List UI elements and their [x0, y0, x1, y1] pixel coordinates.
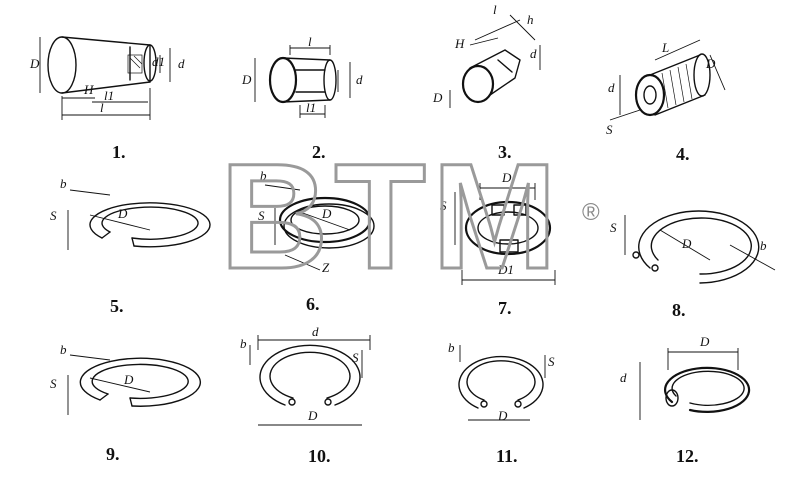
fig7-label-D: D [501, 170, 512, 185]
fig9-label-S: S [50, 376, 57, 391]
figure-11-circlip: b S D [448, 340, 555, 423]
figure-6-ring: b S D Z [258, 168, 375, 275]
fig1-label-H: H [83, 82, 94, 97]
fig11-label-b: b [448, 340, 455, 355]
figure-7-lock-ring: D S D1 [440, 170, 556, 285]
watermark-text: BTM [220, 132, 563, 300]
fig12-label-D: D [699, 334, 710, 349]
figure-4-bushing: L d D S [606, 39, 726, 137]
fig1-label-l: l [100, 100, 104, 115]
figure-10-number: 10. [308, 446, 331, 466]
fig3-label-H: H [454, 36, 465, 51]
fig5-label-S: S [50, 208, 57, 223]
fig6-label-Z: Z [322, 260, 330, 275]
fig1-label-d1: d1 [152, 54, 165, 69]
figure-8-number: 8. [672, 300, 686, 320]
fig4-label-D: D [705, 56, 716, 71]
registered-mark: ® [582, 199, 600, 226]
fig2-label-D: D [241, 72, 252, 87]
fig6-label-b: b [260, 168, 267, 183]
fig2-label-d: d [356, 72, 363, 87]
figure-2-number: 2. [312, 142, 326, 162]
fig8-label-D: D [681, 236, 692, 251]
fig7-label-D1: D1 [497, 262, 514, 277]
fig9-label-D: D [123, 372, 134, 387]
figure-10-circlip: b d S D [240, 324, 371, 426]
figure-11-number: 11. [496, 446, 518, 466]
fig6-label-S: S [258, 208, 265, 223]
fig6-label-D: D [321, 206, 332, 221]
fig10-label-d: d [312, 324, 319, 339]
fig3-label-D: D [432, 90, 443, 105]
fig4-label-d: d [608, 80, 615, 95]
figure-8-circlip: S D b [610, 210, 776, 284]
fig2-label-l1: l1 [306, 100, 316, 115]
fig3-label-l: l [493, 2, 497, 17]
figure-1-pin: D H l1 l d1 d [29, 36, 185, 120]
figure-1-number: 1. [112, 142, 126, 162]
fig4-label-L: L [661, 40, 669, 55]
figure-9-ring: b S D [50, 342, 202, 415]
figure-5-number: 5. [110, 296, 124, 316]
figure-9-number: 9. [106, 444, 120, 464]
fig8-label-b: b [760, 238, 767, 253]
fig12-label-d: d [620, 370, 627, 385]
figure-3-number: 3. [498, 142, 512, 162]
fig8-label-S: S [610, 220, 617, 235]
figure-12-number: 12. [676, 446, 699, 466]
fig2-label-l: l [308, 34, 312, 49]
figure-3-split-pin: l h H d D [432, 2, 541, 108]
figure-5-ring: b S D [50, 176, 211, 250]
fig7-label-S: S [440, 198, 447, 213]
fig9-label-b: b [60, 342, 67, 357]
fig11-label-S: S [548, 354, 555, 369]
figure-12-wire-ring: D d [620, 334, 751, 420]
figure-6-number: 6. [306, 294, 320, 314]
figure-2-rivet: D l l1 d [241, 34, 363, 118]
fig3-label-d: d [530, 46, 537, 61]
fig10-label-S: S [352, 350, 359, 365]
fig1-label-D: D [29, 56, 40, 71]
figure-4-number: 4. [676, 144, 690, 164]
fig5-label-D: D [117, 206, 128, 221]
fig5-label-b: b [60, 176, 67, 191]
fig3-label-h: h [527, 12, 534, 27]
fig10-label-D: D [307, 408, 318, 423]
fig1-label-d: d [178, 56, 185, 71]
fig11-label-D: D [497, 408, 508, 423]
fig1-label-l1: l1 [104, 88, 114, 103]
fig10-label-b: b [240, 336, 247, 351]
figure-7-number: 7. [498, 298, 512, 318]
fig4-label-S: S [606, 122, 613, 137]
